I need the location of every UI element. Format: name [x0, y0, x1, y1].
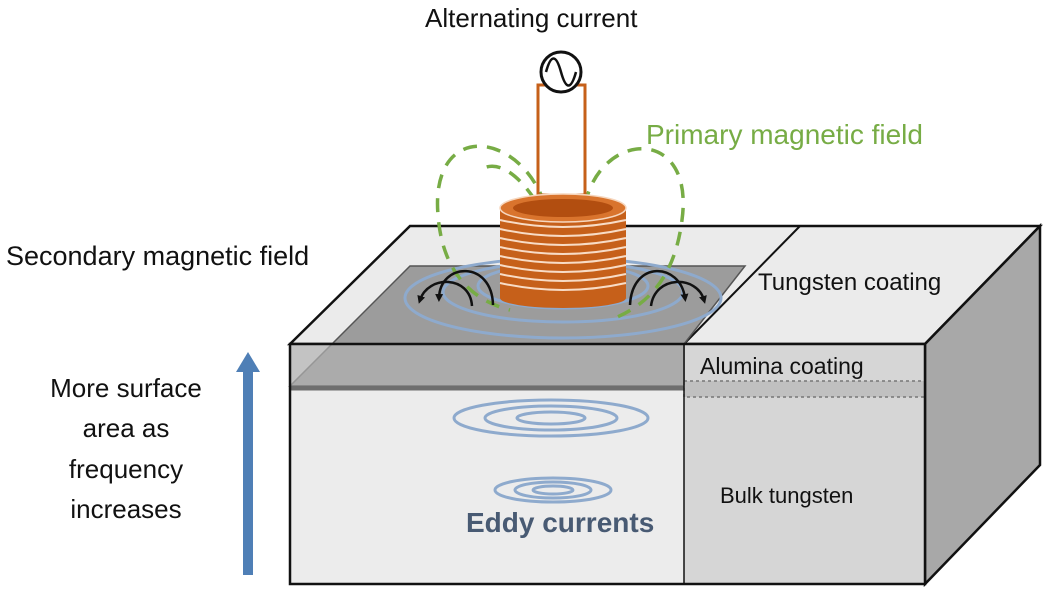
block-front-right [684, 344, 925, 584]
frequency-note-line-3: frequency [68, 453, 184, 484]
block-front-outline [288, 342, 927, 586]
frequency-note-line-1: More surface [50, 373, 202, 403]
primary-field-lines [435, 144, 685, 322]
top-divider [683, 225, 801, 345]
frequency-note: More surface area as frequency increases [22, 368, 230, 529]
primary-field-label: Primary magnetic field [646, 119, 923, 150]
eddy-rings-middle [452, 398, 650, 438]
coil [499, 193, 627, 308]
coil-lead-frame [536, 83, 587, 197]
alternating-current-label: Alternating current [425, 3, 638, 33]
frequency-note-line-2: area as [82, 413, 170, 444]
alumina-coating-label: Alumina coating [700, 353, 864, 379]
eddy-rings-deep [493, 476, 613, 504]
bulk-tungsten-label: Bulk tungsten [720, 483, 854, 508]
secondary-field-label: Secondary magnetic field [6, 241, 310, 271]
frequency-note-line-4: increases [70, 493, 182, 524]
coating-front-band [290, 344, 684, 386]
secondary-field-arrows [417, 269, 707, 307]
ac-source-icon [539, 50, 583, 94]
frequency-arrow [236, 352, 260, 575]
alumina-band-right [683, 380, 926, 398]
eddy-currents-label: Eddy currents [466, 507, 655, 538]
tungsten-coating-label: Tungsten coating [758, 269, 942, 296]
